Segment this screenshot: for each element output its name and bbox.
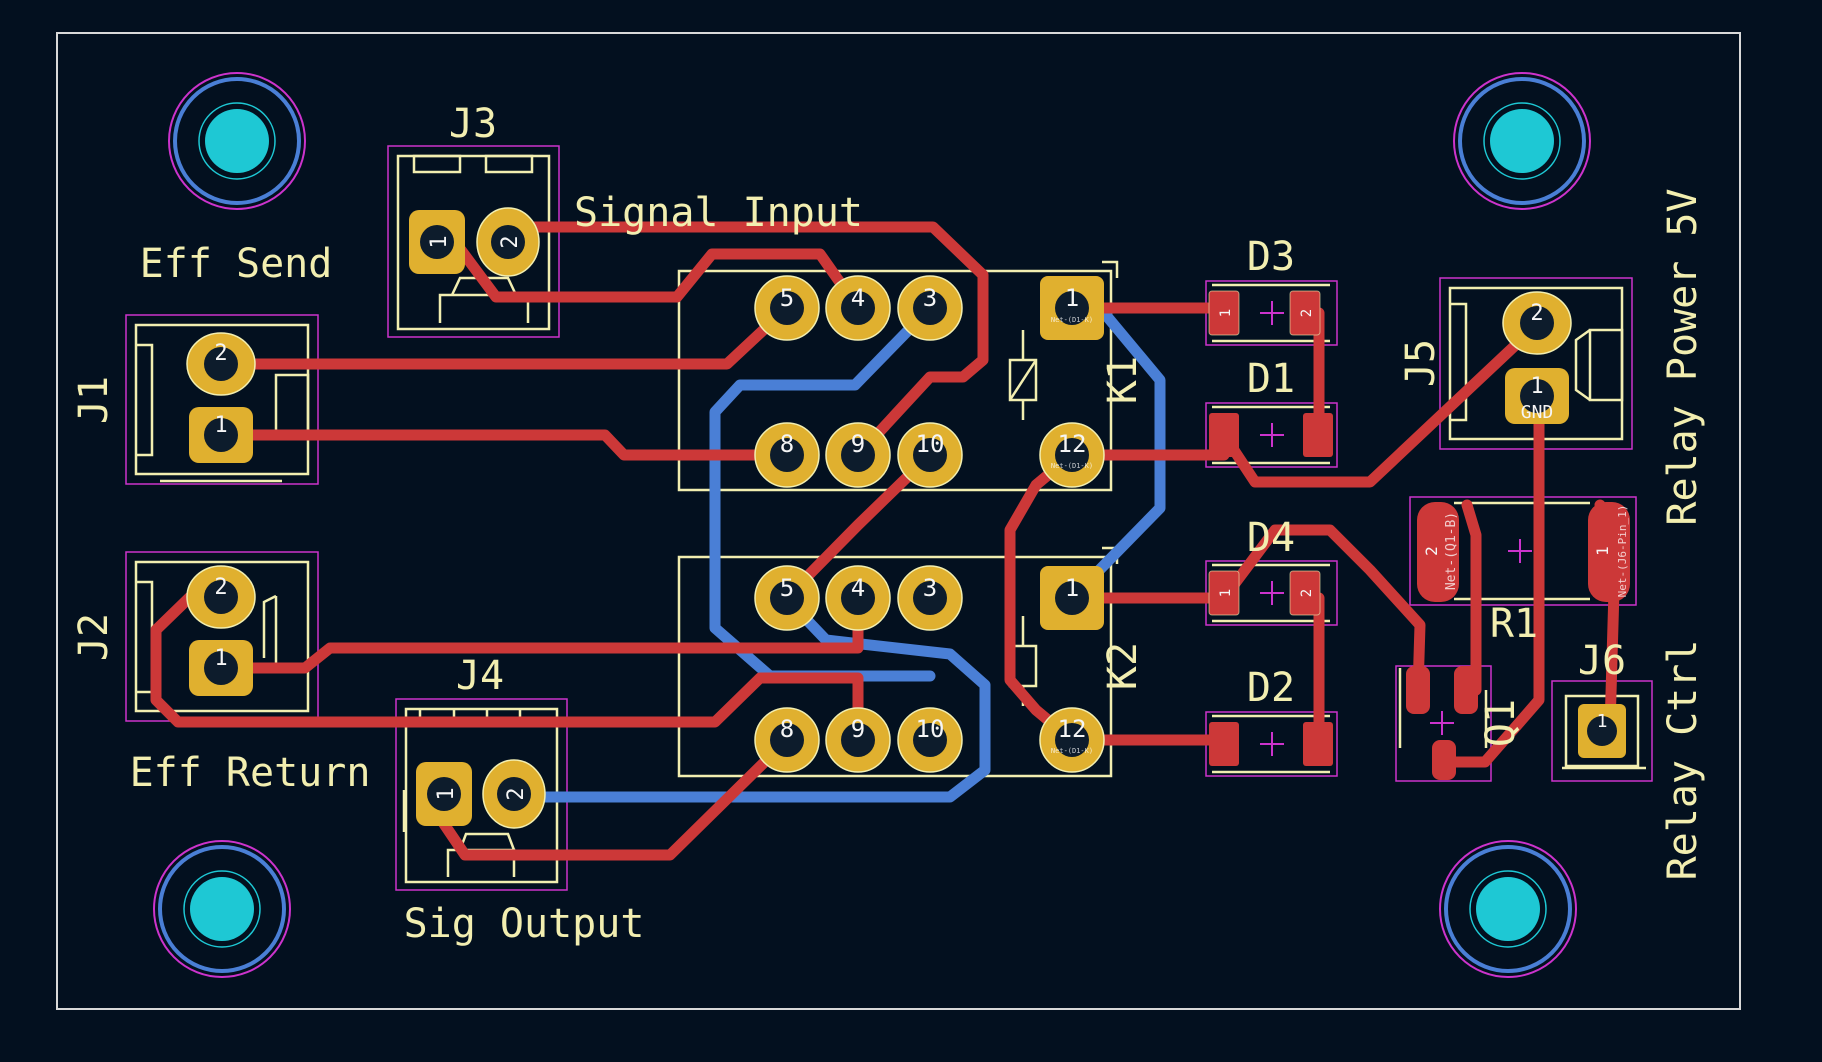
pad-num-k2-8: 8 [780, 715, 794, 743]
pad-num-j4-1: 1 [434, 787, 459, 800]
pad-num-k1-9: 9 [851, 430, 865, 458]
net-label-r1-pad2: Net-(Q1-B) [1444, 512, 1459, 590]
pad-num-k1-12: 12 [1058, 430, 1087, 458]
pad-num-d3-2: 2 [1299, 309, 1315, 317]
label-relay-power: Relay Power 5V [1660, 188, 1706, 525]
pad-r1-2[interactable] [1417, 502, 1459, 602]
pad-num-k1-4: 4 [851, 284, 865, 312]
pad-q1-3[interactable] [1432, 740, 1456, 780]
pad-num-k2-12: 12 [1058, 715, 1087, 743]
pad-q1-1[interactable] [1406, 666, 1430, 714]
front-copper-tracks [150, 221, 1620, 861]
pad-q1-2[interactable] [1454, 666, 1478, 714]
pad-d1-1[interactable] [1209, 413, 1239, 457]
ref-j1: J1 [71, 376, 117, 424]
label-eff-send: Eff Send [140, 241, 333, 287]
ref-j5: J5 [1398, 339, 1444, 387]
pad-num-j2-1: 1 [214, 646, 227, 671]
pad-num-k2-9: 9 [851, 715, 865, 743]
mounting-hole-icon [1453, 72, 1591, 210]
silkscreen-outlines [134, 154, 1646, 884]
label-sig-output: Sig Output [404, 901, 645, 947]
ref-j6: J6 [1578, 638, 1626, 684]
net-label-k1-12: Net-(D1-K) [1051, 462, 1093, 470]
pad-num-k1-5: 5 [780, 284, 794, 312]
ref-q1: Q1 [1478, 699, 1524, 747]
tht-pads[interactable] [186, 207, 1626, 829]
pad-d2-1[interactable] [1209, 722, 1239, 766]
pad-d2-2[interactable] [1303, 722, 1333, 766]
ref-d3: D3 [1247, 234, 1295, 280]
pad-num-k1-3: 3 [923, 284, 937, 312]
pad-num-k2-10: 10 [916, 715, 945, 743]
plus-anchor-icon [1260, 301, 1532, 756]
ref-r1: R1 [1490, 601, 1538, 647]
pad-num-d4-1: 1 [1218, 589, 1234, 597]
ref-k1: K1 [1100, 356, 1146, 404]
net-label-k1-1: Net-(D1-K) [1051, 316, 1093, 324]
pad-d4-2[interactable] [1290, 571, 1320, 615]
ref-d1: D1 [1247, 356, 1295, 402]
mounting-hole-icon [1439, 840, 1577, 978]
pad-num-k1-8: 8 [780, 430, 794, 458]
ref-j4: J4 [456, 653, 504, 699]
pad-num-k1-1: 1 [1065, 284, 1079, 312]
pad-num-r1-2: 2 [1422, 546, 1441, 556]
board-edge [56, 32, 1741, 1010]
pad-d1-2[interactable] [1303, 413, 1333, 457]
pad-num-d4-2: 2 [1299, 589, 1315, 597]
pad-num-d3-1: 1 [1218, 309, 1234, 317]
pad-num-j3-2: 2 [498, 235, 523, 248]
pad-num-j2-2: 2 [214, 575, 227, 600]
pad-d3-1[interactable] [1209, 291, 1239, 335]
ref-j3: J3 [449, 101, 497, 147]
mounting-hole-icon [168, 72, 306, 210]
pad-label-j5-gnd: GND [1521, 402, 1554, 423]
pad-num-j3-1: 1 [427, 235, 452, 248]
pad-num-j6-1: 1 [1597, 711, 1608, 732]
net-label-k2-12: Net-(D1-K) [1051, 747, 1093, 755]
label-eff-return: Eff Return [130, 750, 371, 796]
pad-num-k2-1: 1 [1065, 574, 1079, 602]
pad-num-j4-2: 2 [504, 787, 529, 800]
pad-num-k2-5: 5 [780, 574, 794, 602]
pad-d4-1[interactable] [1209, 571, 1239, 615]
pad-num-k2-3: 3 [923, 574, 937, 602]
smd-pads[interactable] [1209, 291, 1630, 780]
net-label-r1-pad1: Net-(J6-Pin_1) [1616, 505, 1629, 598]
ref-d4: D4 [1247, 515, 1295, 561]
pad-num-j5-1: 1 [1530, 374, 1543, 399]
pad-num-k2-4: 4 [851, 574, 865, 602]
pad-num-j1-2: 2 [214, 341, 227, 366]
label-signal-input: Signal Input [574, 190, 863, 236]
courtyards [125, 145, 1653, 891]
pad-num-j1-1: 1 [214, 413, 227, 438]
pad-num-r1-1: 1 [1593, 546, 1612, 556]
ref-j2: J2 [71, 613, 117, 661]
ref-k2: K2 [1100, 642, 1146, 690]
pad-r1-1[interactable] [1588, 502, 1630, 602]
pad-num-j5-2: 2 [1530, 301, 1543, 326]
silkscreen-text: J3 Signal Input Eff Send J1 J2 J4 Eff Re… [71, 101, 1706, 947]
ref-d2: D2 [1247, 665, 1295, 711]
pad-num-k1-10: 10 [916, 430, 945, 458]
pad-d3-2[interactable] [1290, 291, 1320, 335]
label-relay-ctrl: Relay Ctrl [1660, 640, 1706, 881]
mounting-hole-icon [153, 840, 291, 978]
